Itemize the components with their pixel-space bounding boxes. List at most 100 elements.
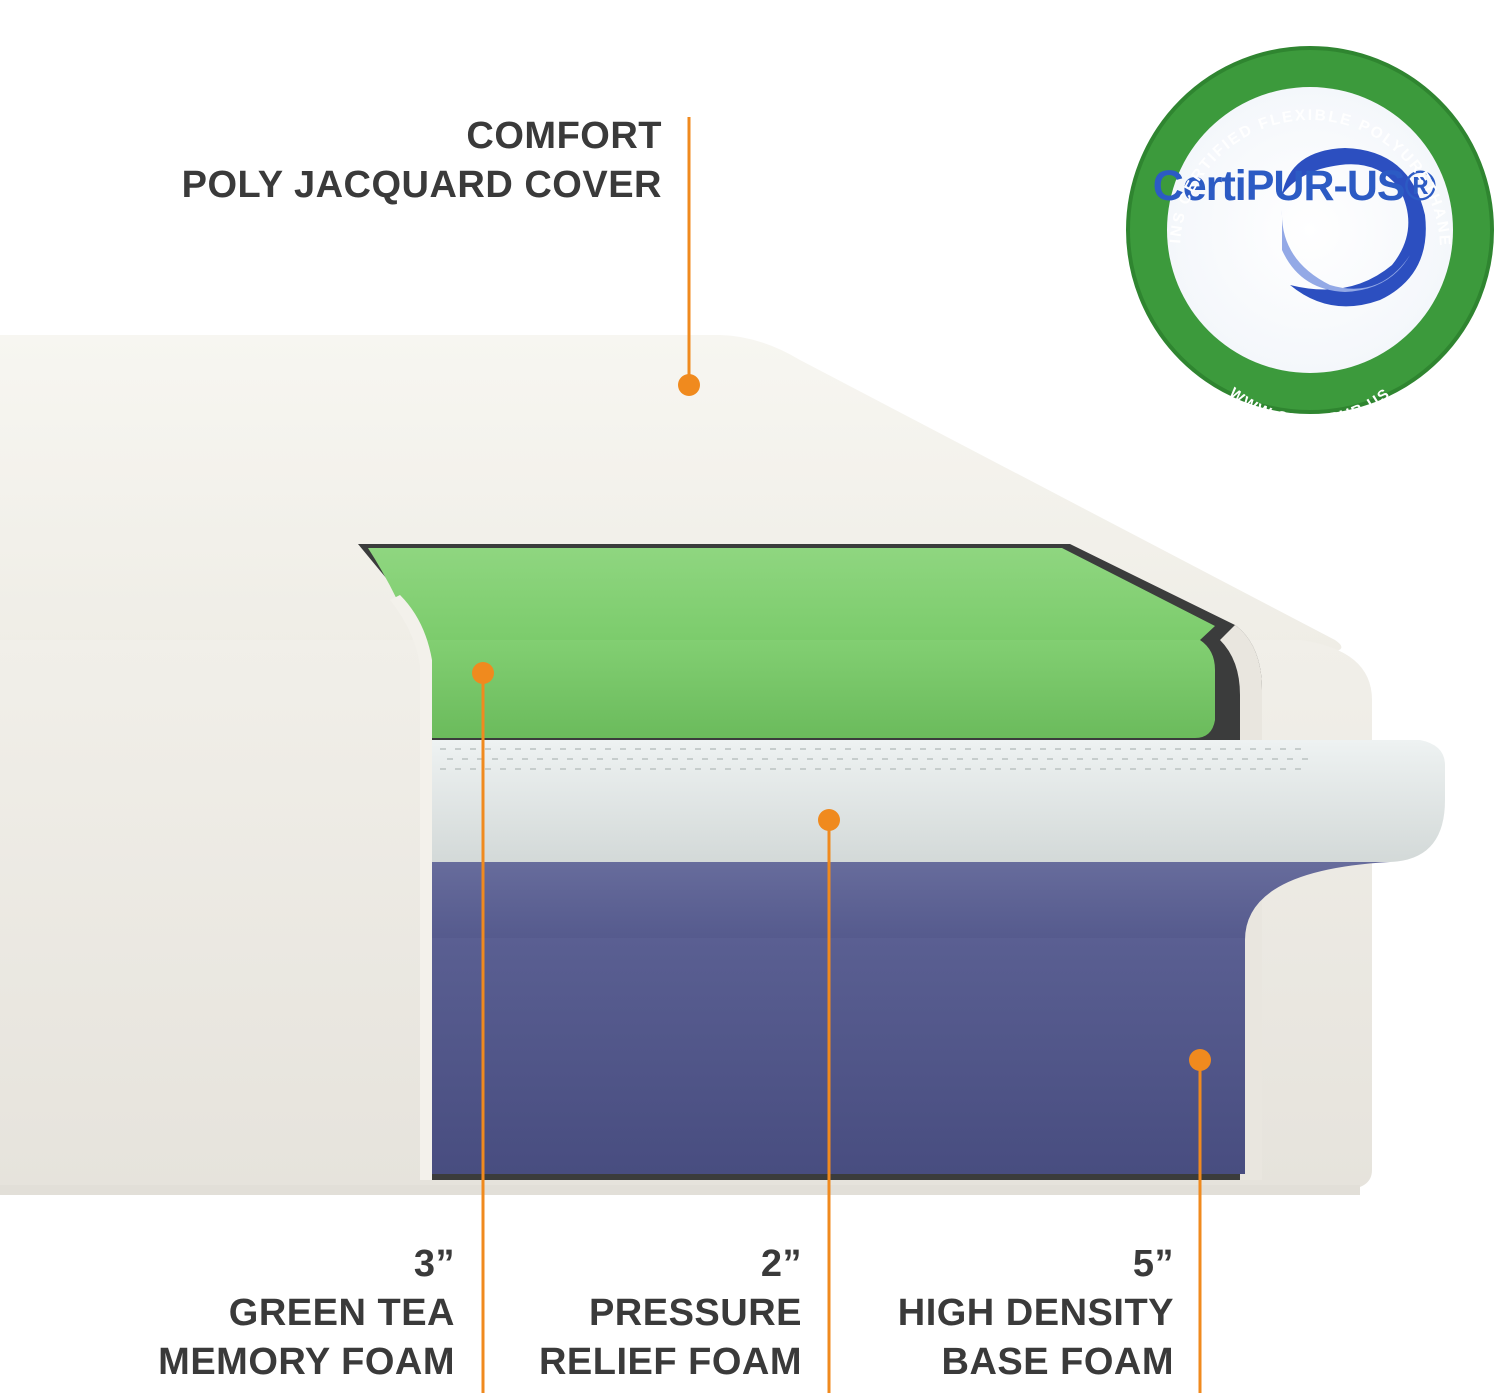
pressure-callout-line1: PRESSURE	[539, 1289, 802, 1338]
perforation-mark	[447, 758, 453, 760]
perforation-mark	[567, 758, 573, 760]
perforation-mark	[935, 748, 941, 750]
perforation-mark	[522, 758, 528, 760]
perforation-mark	[1205, 748, 1211, 750]
perforation-mark	[1010, 748, 1016, 750]
perforation-mark	[717, 758, 723, 760]
perforation-mark	[1250, 748, 1256, 750]
perforation-mark	[1235, 768, 1241, 770]
perforation-mark	[1055, 748, 1061, 750]
perforation-mark	[972, 758, 978, 760]
perforation-mark	[882, 758, 888, 760]
perforation-mark	[995, 768, 1001, 770]
perforation-mark	[605, 748, 611, 750]
perforation-mark	[560, 768, 566, 770]
perforation-mark	[1167, 758, 1173, 760]
perforation-mark	[1220, 748, 1226, 750]
perforation-mark	[755, 768, 761, 770]
perforation-mark	[462, 758, 468, 760]
base-foam-layer	[432, 938, 1245, 1174]
perforation-mark	[1152, 758, 1158, 760]
perforation-mark	[815, 748, 821, 750]
perforation-mark	[927, 758, 933, 760]
green-tea-foam-layer	[415, 640, 1215, 738]
perforation-mark	[867, 758, 873, 760]
perforation-mark	[732, 758, 738, 760]
perforation-mark	[1055, 768, 1061, 770]
perforation-mark	[980, 768, 986, 770]
green-tea-callout-label: 3” GREEN TEA MEMORY FOAM	[158, 1240, 455, 1387]
perforation-mark	[1295, 768, 1301, 770]
perforation-mark	[852, 758, 858, 760]
perforation-mark	[455, 748, 461, 750]
perforation-mark	[890, 768, 896, 770]
perforation-mark	[897, 758, 903, 760]
perforation-mark	[875, 768, 881, 770]
perforation-mark	[957, 758, 963, 760]
perforation-mark	[1182, 758, 1188, 760]
perforation-mark	[635, 768, 641, 770]
perforation-mark	[650, 768, 656, 770]
perforation-mark	[1085, 748, 1091, 750]
perforation-mark	[665, 768, 671, 770]
perforation-mark	[1040, 748, 1046, 750]
perforation-mark	[845, 768, 851, 770]
perforation-mark	[582, 758, 588, 760]
perforation-mark	[590, 768, 596, 770]
perforation-mark	[702, 758, 708, 760]
perforation-mark	[552, 758, 558, 760]
pressure-callout-line2: RELIEF FOAM	[539, 1338, 802, 1387]
perforation-mark	[1242, 758, 1248, 760]
perforation-mark	[980, 748, 986, 750]
cover-callout-line2: POLY JACQUARD COVER	[182, 161, 662, 210]
perforation-mark	[1265, 748, 1271, 750]
perforation-mark	[657, 758, 663, 760]
cover-bottom-shadow	[0, 1185, 1360, 1195]
perforation-mark	[1287, 758, 1293, 760]
perforation-mark	[1130, 768, 1136, 770]
perforation-mark	[890, 748, 896, 750]
perforation-mark	[695, 768, 701, 770]
base-callout-label: 5” HIGH DENSITY BASE FOAM	[898, 1240, 1174, 1387]
perforation-mark	[777, 758, 783, 760]
perforation-mark	[1235, 748, 1241, 750]
perforation-mark	[1047, 758, 1053, 760]
perforation-mark	[830, 768, 836, 770]
perforation-mark	[740, 748, 746, 750]
perforation-mark	[627, 758, 633, 760]
cover-callout-line1: COMFORT	[182, 112, 662, 161]
perforation-mark	[770, 748, 776, 750]
perforation-mark	[837, 758, 843, 760]
perforation-mark	[762, 758, 768, 760]
perforation-mark	[1017, 758, 1023, 760]
perforation-mark	[1107, 758, 1113, 760]
perforation-mark	[1227, 758, 1233, 760]
perforation-mark	[545, 768, 551, 770]
perforation-mark	[470, 768, 476, 770]
perforation-mark	[1250, 768, 1256, 770]
base-callout-line2: BASE FOAM	[898, 1338, 1174, 1387]
perforation-mark	[845, 748, 851, 750]
perforation-mark	[1062, 758, 1068, 760]
perforation-mark	[1002, 758, 1008, 760]
perforation-mark	[942, 758, 948, 760]
perforation-mark	[807, 758, 813, 760]
perforation-mark	[440, 768, 446, 770]
perforation-mark	[1265, 768, 1271, 770]
perforation-mark	[635, 748, 641, 750]
perforation-mark	[537, 758, 543, 760]
perforation-mark	[485, 748, 491, 750]
perforation-mark	[470, 748, 476, 750]
perforation-mark	[1040, 768, 1046, 770]
perforation-mark	[1212, 758, 1218, 760]
perforation-mark	[642, 758, 648, 760]
perforation-mark	[1077, 758, 1083, 760]
perforation-mark	[1272, 758, 1278, 760]
perforation-mark	[1160, 748, 1166, 750]
perforation-mark	[650, 748, 656, 750]
perforation-mark	[1130, 748, 1136, 750]
perforation-mark	[492, 758, 498, 760]
perforation-mark	[792, 758, 798, 760]
perforation-mark	[1115, 748, 1121, 750]
perforation-mark	[1175, 748, 1181, 750]
